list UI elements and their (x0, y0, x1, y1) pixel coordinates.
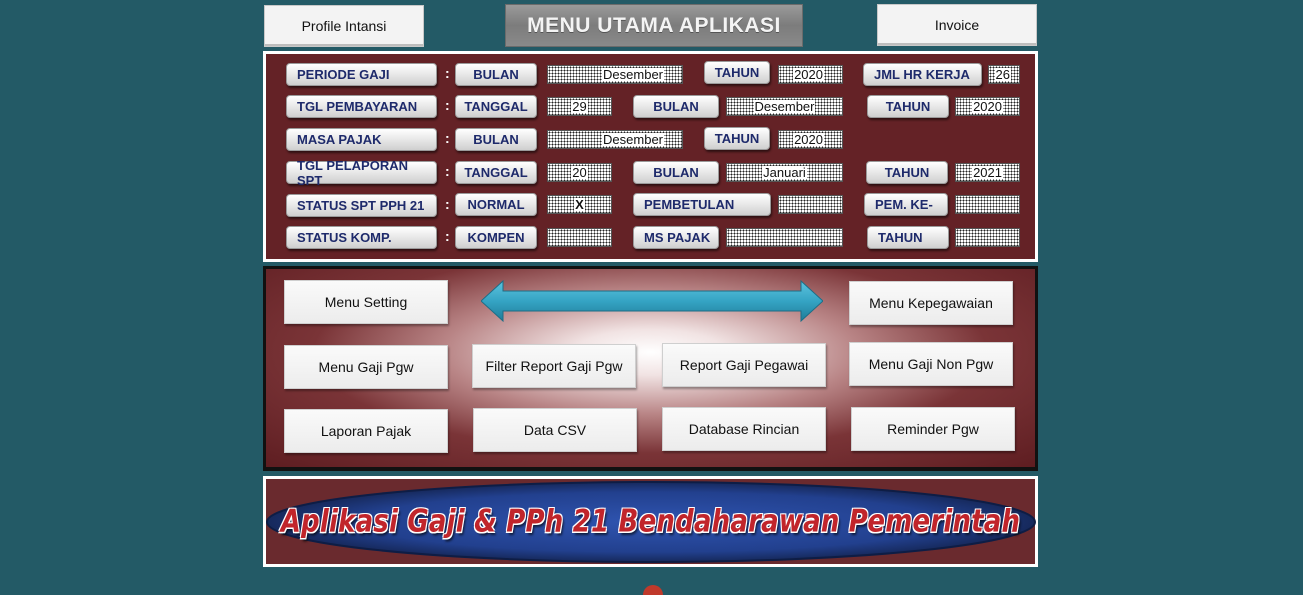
jml-hr-kerja-field[interactable]: 26 (988, 65, 1020, 84)
komp-tahun-label: TAHUN (867, 226, 949, 249)
app-banner: Aplikasi Gaji & PPh 21 Bendaharawan Peme… (263, 476, 1038, 567)
reminder-pgw-button[interactable]: Reminder Pgw (851, 407, 1015, 451)
logo-icon (643, 585, 663, 595)
masa-bulan-label: BULAN (455, 128, 537, 151)
status-spt-label: STATUS SPT PPH 21 (286, 194, 437, 217)
pelaporan-tahun-field[interactable]: 2021 (955, 163, 1020, 182)
periode-bulan-label: BULAN (455, 63, 537, 86)
colon: : (445, 228, 450, 244)
masa-tahun-field[interactable]: 2020 (778, 130, 843, 149)
pembayaran-tanggal-field[interactable]: 29 (547, 97, 612, 116)
pelaporan-bulan-label: BULAN (633, 161, 719, 184)
kompen-label: KOMPEN (455, 226, 537, 249)
normal-label: NORMAL (455, 193, 537, 216)
laporan-pajak-button[interactable]: Laporan Pajak (284, 409, 448, 453)
ms-pajak-field[interactable] (726, 228, 843, 247)
report-gaji-pegawai-button[interactable]: Report Gaji Pegawai (662, 343, 826, 387)
pelaporan-tanggal-label: TANGGAL (455, 161, 537, 184)
normal-field[interactable]: X (547, 195, 612, 214)
status-komp-label: STATUS KOMP. (286, 226, 437, 249)
pem-ke-label: PEM. KE- (864, 193, 948, 216)
masa-pajak-label: MASA PAJAK (286, 128, 437, 151)
masa-tahun-label: TAHUN (704, 127, 770, 150)
periode-bulan-field[interactable]: Desember (547, 65, 683, 84)
jml-hr-kerja-label: JML HR KERJA (863, 63, 982, 86)
menu-gaji-non-pgw-button[interactable]: Menu Gaji Non Pgw (849, 342, 1013, 386)
komp-tahun-field[interactable] (955, 228, 1020, 247)
colon: : (445, 65, 450, 81)
pem-ke-field[interactable] (955, 195, 1020, 214)
periode-tahun-label: TAHUN (704, 61, 770, 84)
tgl-pembayaran-label: TGL PEMBAYARAN (286, 95, 437, 118)
pembayaran-tanggal-label: TANGGAL (455, 95, 537, 118)
menu-gaji-pgw-button[interactable]: Menu Gaji Pgw (284, 345, 448, 389)
pembayaran-tahun-field[interactable]: 2020 (955, 97, 1020, 116)
periode-gaji-label: PERIODE GAJI (286, 63, 437, 86)
masa-bulan-field[interactable]: Desember (547, 130, 683, 149)
menu-kepegawaian-button[interactable]: Menu Kepegawaian (849, 281, 1013, 325)
profile-instansi-button[interactable]: Profile Intansi (264, 5, 424, 47)
pembetulan-label: PEMBETULAN (633, 193, 771, 216)
pembetulan-field[interactable] (778, 195, 843, 214)
pembayaran-bulan-label: BULAN (633, 95, 719, 118)
banner-ellipse (266, 481, 1036, 563)
double-arrow-icon (481, 280, 823, 322)
app-banner-title: Aplikasi Gaji & PPh 21 Bendaharawan Peme… (280, 504, 1021, 540)
page-title: MENU UTAMA APLIKASI (505, 4, 803, 47)
filter-report-gaji-button[interactable]: Filter Report Gaji Pgw (472, 344, 636, 388)
pelaporan-tanggal-field[interactable]: 20 (547, 163, 612, 182)
colon: : (445, 163, 450, 179)
kompen-field[interactable] (547, 228, 612, 247)
menu-setting-button[interactable]: Menu Setting (284, 280, 448, 324)
pembayaran-bulan-field[interactable]: Desember (726, 97, 843, 116)
pelaporan-bulan-field[interactable]: Januari (726, 163, 843, 182)
data-csv-button[interactable]: Data CSV (473, 408, 637, 452)
pelaporan-tahun-label: TAHUN (866, 161, 948, 184)
ms-pajak-label: MS PAJAK (633, 226, 719, 249)
colon: : (445, 97, 450, 113)
colon: : (445, 196, 450, 212)
pembayaran-tahun-label: TAHUN (867, 95, 949, 118)
periode-tahun-field[interactable]: 2020 (778, 65, 843, 84)
colon: : (445, 130, 450, 146)
banner-text-wrap: Aplikasi Gaji & PPh 21 Bendaharawan Peme… (263, 500, 1038, 544)
database-rincian-button[interactable]: Database Rincian (662, 407, 826, 451)
tgl-pelaporan-label: TGL PELAPORAN SPT (286, 158, 437, 188)
invoice-button[interactable]: Invoice (877, 4, 1037, 46)
info-panel-inner (266, 54, 1035, 259)
